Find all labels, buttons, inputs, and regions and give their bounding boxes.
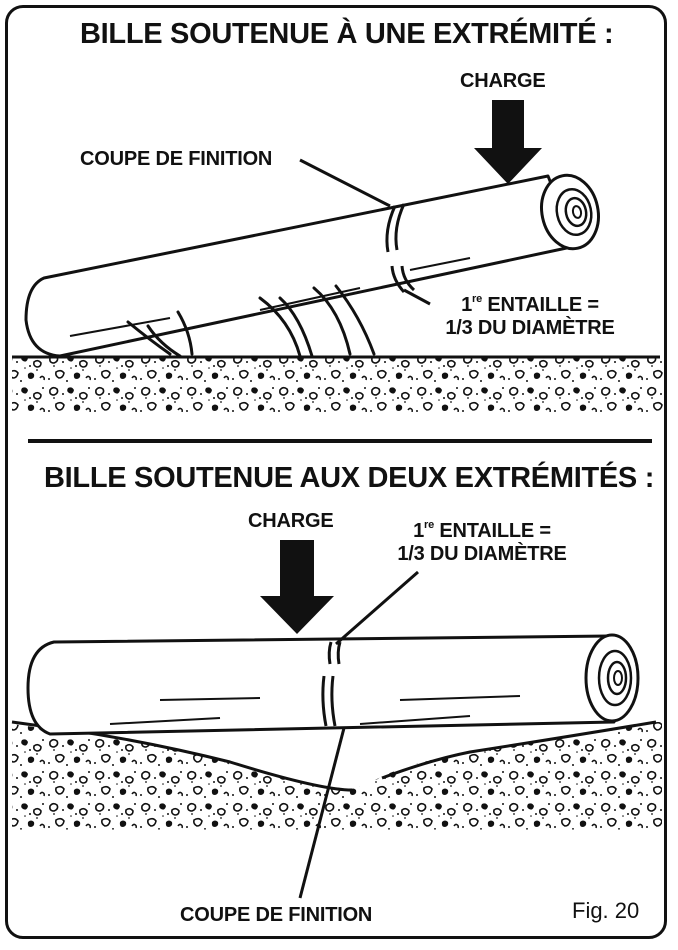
bottom-charge-label: CHARGE xyxy=(248,510,333,533)
bottom-first-cut-line1: 1re ENTAILLE = xyxy=(372,520,592,543)
top-finish-cut-leader xyxy=(300,160,390,206)
bottom-charge-arrow xyxy=(260,540,334,634)
top-first-cut-line1: 1re ENTAILLE = xyxy=(420,294,640,317)
top-heading: BILLE SOUTENUE À UNE EXTRÉMITÉ : xyxy=(80,18,613,51)
bottom-first-cut-line2: 1/3 DU DIAMÈTRE xyxy=(372,543,592,566)
bottom-heading: BILLE SOUTENUE AUX DEUX EXTRÉMITÉS : xyxy=(44,462,654,495)
top-first-cut-line2: 1/3 DU DIAMÈTRE xyxy=(420,317,640,340)
top-charge-label: CHARGE xyxy=(460,70,545,93)
top-finish-cut-label: COUPE DE FINITION xyxy=(80,148,272,171)
bottom-first-cut-label: 1re ENTAILLE = 1/3 DU DIAMÈTRE xyxy=(372,520,592,566)
figure-number: Fig. 20 xyxy=(572,898,639,924)
top-first-cut-label: 1re ENTAILLE = 1/3 DU DIAMÈTRE xyxy=(420,294,640,340)
bottom-ground xyxy=(12,722,662,830)
bottom-finish-cut-label: COUPE DE FINITION xyxy=(180,904,372,927)
bottom-first-cut-leader xyxy=(336,572,418,644)
top-ground xyxy=(12,357,664,412)
top-charge-arrow xyxy=(474,100,542,184)
